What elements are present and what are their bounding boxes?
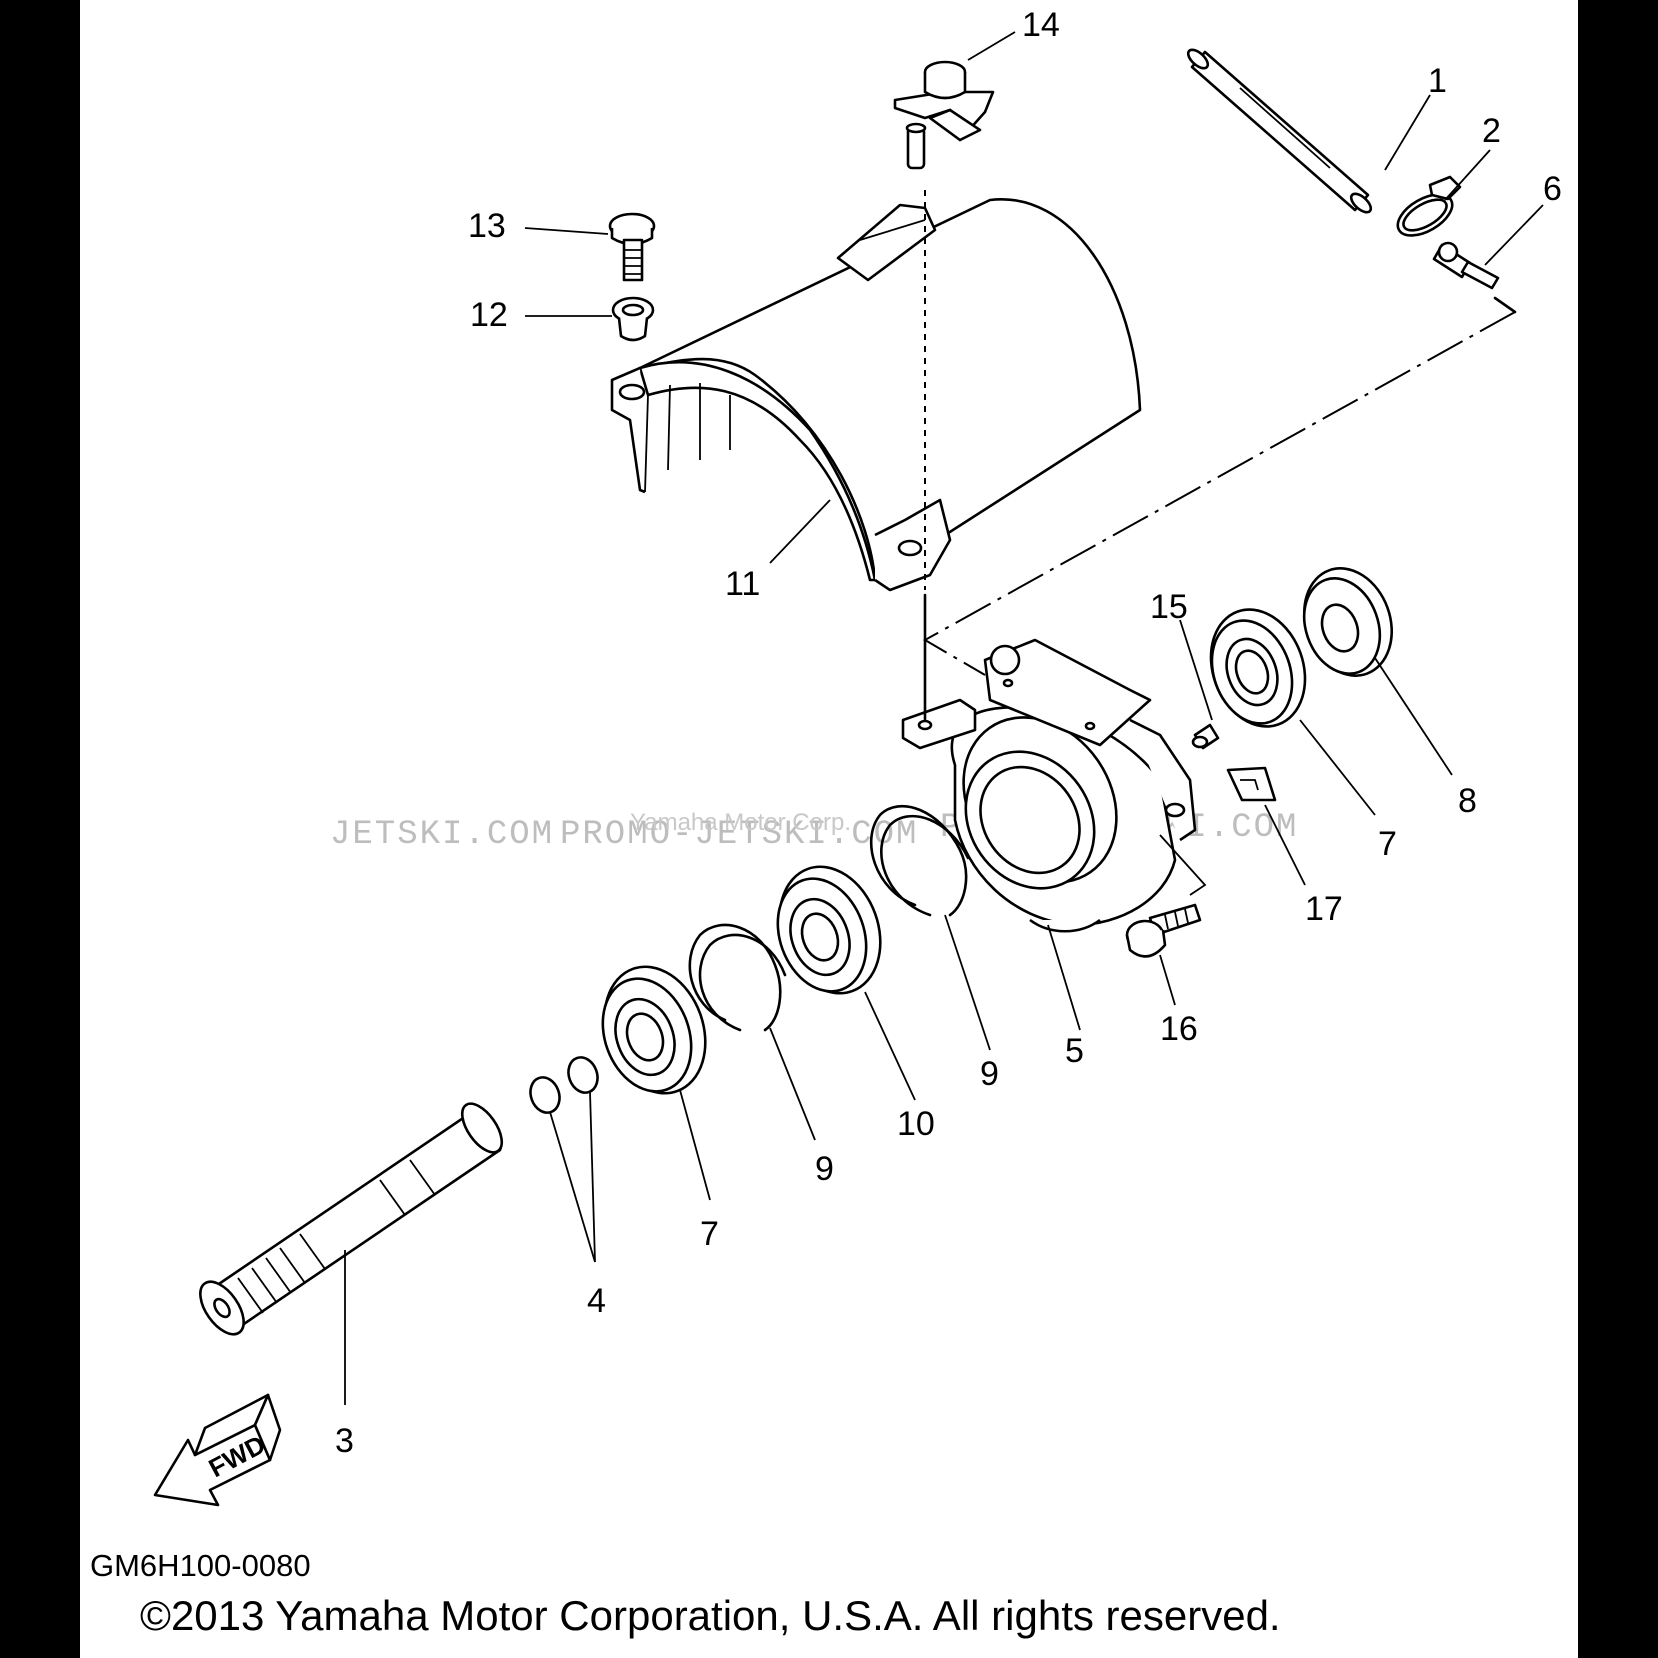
callout-13: 13 (468, 207, 506, 245)
part-1-hose (1186, 48, 1373, 214)
part-16-bolt (1125, 903, 1202, 958)
hose-route-tick (1493, 296, 1517, 314)
callout-3: 3 (335, 1422, 354, 1460)
part-11-cover (610, 197, 1142, 592)
part-13-bolt (608, 212, 656, 282)
part-7-bearing-upper (1209, 608, 1307, 728)
callout-4: 4 (587, 1282, 606, 1320)
part-9-circlip-right (869, 804, 970, 917)
fwd-direction-arrow: FWD (153, 1393, 282, 1507)
part-10-bearing (776, 865, 882, 995)
part-15-dowel-pin (1191, 723, 1220, 750)
callout-11: 11 (725, 565, 760, 603)
callout-2: 2 (1482, 112, 1501, 150)
part-6-hose-nipple (1432, 241, 1500, 290)
watermark-jetski: JETSKI.COM (330, 816, 554, 854)
callout-7-upper: 7 (1378, 825, 1397, 863)
center-line-hose-route (922, 311, 1516, 676)
callout-8: 8 (1458, 782, 1477, 820)
callout-16: 16 (1160, 1010, 1198, 1048)
part-14-latch (893, 60, 995, 170)
watermark-yamaha-overlay: Yamaha Motor Corp. (630, 809, 851, 836)
part-4-o-rings (529, 1056, 599, 1114)
part-8-oil-seal (1302, 567, 1394, 677)
leader-lines (344, 31, 1544, 1405)
callout-15: 15 (1150, 588, 1188, 626)
callout-14: 14 (1022, 6, 1060, 44)
part-17-clip (1226, 766, 1277, 802)
parts-diagram-sheet: JETSKI.COM PROMO-JETSKI.COM PROMO-JETSKI… (80, 0, 1578, 1658)
callout-5: 5 (1065, 1032, 1084, 1070)
callout-9-left: 9 (815, 1150, 834, 1188)
part-9-circlip-left (688, 923, 787, 1032)
part-2-hose-clamp (1396, 175, 1462, 237)
exploded-view-diagram: JETSKI.COM PROMO-JETSKI.COM PROMO-JETSKI… (153, 6, 1562, 1507)
watermark-promo-jetski-1: PROMO-JETSKI.COM (560, 816, 918, 854)
callout-6: 6 (1543, 170, 1562, 208)
callout-10: 10 (897, 1105, 935, 1143)
copyright-notice: ©2013 Yamaha Motor Corporation, U.S.A. A… (140, 1592, 1281, 1639)
part-7-bearing-lower (601, 965, 707, 1095)
part-5-pump-housing (901, 638, 1197, 933)
part-12-collar (611, 296, 655, 342)
callout-1: 1 (1428, 62, 1447, 100)
callout-9-right: 9 (980, 1055, 999, 1093)
diagram-code: GM6H100-0080 (90, 1548, 311, 1583)
callout-17: 17 (1305, 890, 1343, 928)
part-3-shaft (199, 1102, 504, 1336)
callout-12: 12 (470, 296, 508, 334)
callout-7-lower: 7 (700, 1215, 719, 1253)
